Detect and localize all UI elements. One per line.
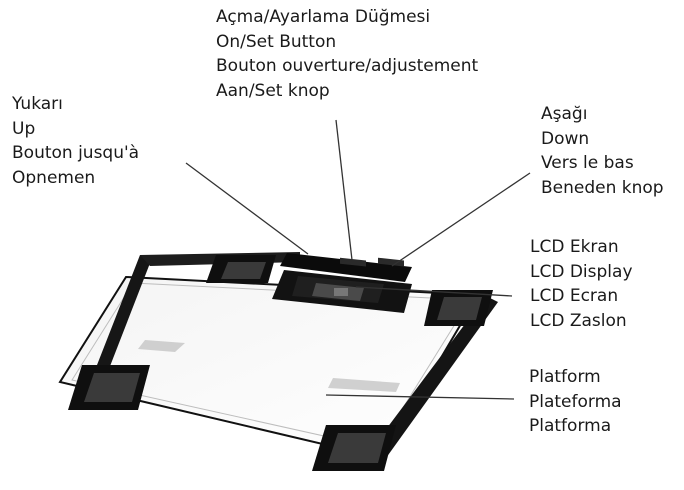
- corner-pad-front: [312, 425, 396, 471]
- leader-line-platform: [325, 394, 515, 400]
- on-set-label-nl: Aan/Set knop: [216, 80, 330, 101]
- up-label-tr: Yukarı: [12, 94, 63, 114]
- up-button-label: Yukarı Up Bouton jusqu'à Opnemen: [12, 92, 139, 190]
- lcd-label-fr: LCD Ecran: [530, 286, 619, 306]
- lcd-label: LCD Ekran LCD Display LCD Ecran LCD Zasl…: [530, 235, 633, 333]
- corner-pad-back-left: [206, 255, 276, 283]
- down-button-label: Aşağı Down Vers le bas Beneden knop: [541, 102, 664, 200]
- platform-label-tr: Platform: [529, 367, 601, 387]
- down-button[interactable]: [378, 257, 404, 267]
- on-set-label-fr: Bouton ouverture/adjustement: [216, 56, 479, 76]
- on-set-label-en: On/Set Button: [216, 31, 337, 52]
- up-label-en: Up: [12, 118, 36, 139]
- lcd-display: [312, 283, 364, 301]
- lcd-label-en: LCD Display: [530, 261, 633, 282]
- lcd-label-tr: LCD Ekran: [530, 237, 619, 257]
- down-label-en: Down: [541, 128, 590, 149]
- leader-line-up: [185, 162, 309, 255]
- leader-lines: [185, 119, 531, 400]
- on-set-label-tr: Açma/Ayarlama Düğmesi: [216, 7, 431, 27]
- lcd-label-nl: LCD Zaslon: [530, 310, 627, 331]
- button-strip: [280, 253, 412, 282]
- leader-line-lcd: [355, 286, 513, 297]
- platform-label: Platform Plateforma Platforma: [529, 365, 622, 439]
- corner-pad-right: [424, 290, 493, 326]
- on-set-button[interactable]: [340, 257, 366, 267]
- up-label-nl: Opnemen: [12, 167, 96, 188]
- corner-pad-left: [68, 365, 150, 410]
- glass-platform: [58, 275, 480, 460]
- down-label-tr: Aşağı: [541, 104, 588, 124]
- platform-label-nl: Platforma: [529, 416, 612, 436]
- up-label-fr: Bouton jusqu'à: [12, 143, 140, 163]
- leader-line-on-set: [335, 119, 353, 261]
- leader-line-down: [391, 172, 531, 267]
- on-set-button-label: Açma/Ayarlama Düğmesi On/Set Button Bout…: [216, 5, 478, 103]
- frame-front-right: [372, 296, 498, 458]
- down-label-fr: Vers le bas: [541, 153, 634, 173]
- platform-label-fr: Plateforma: [529, 391, 622, 412]
- down-label-nl: Beneden knop: [541, 177, 664, 198]
